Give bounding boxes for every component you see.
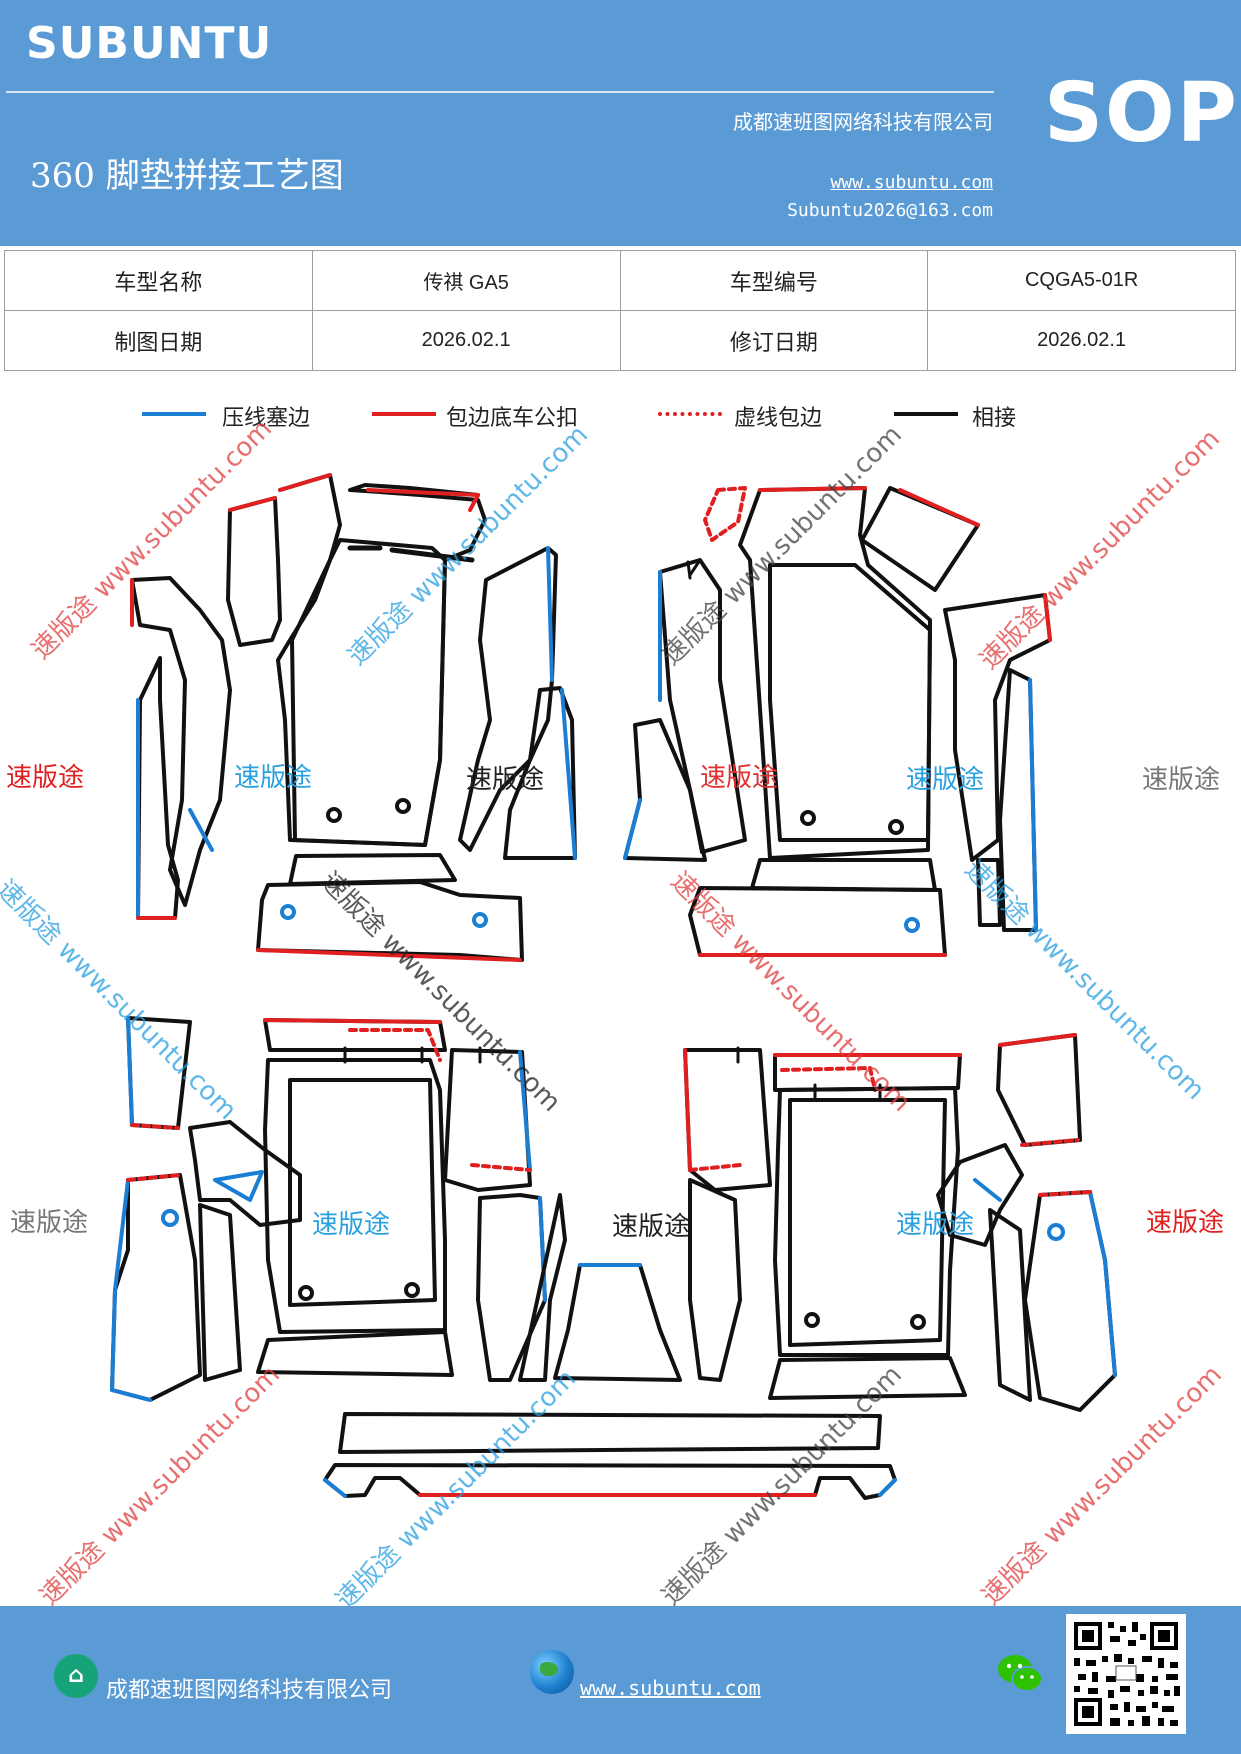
watermark-brand: 速版途 (612, 1212, 691, 1242)
header-company: 成都速班图网络科技有限公司 (733, 110, 993, 134)
legend: 压线塞边 包边底车公扣 虚线包边 相接 (0, 398, 1241, 438)
mat-piece-group-top-left (130, 473, 577, 962)
floor-mat-pattern-diagram (110, 473, 1117, 1500)
model-code-value: CQGA5-01R (927, 250, 1236, 311)
revision-date-value: 2026.02.1 (927, 310, 1236, 371)
wechat-icon (998, 1655, 1043, 1692)
drawing-date-label: 制图日期 (4, 310, 313, 371)
watermark-brand: 速版途 (1146, 1208, 1225, 1238)
header-email[interactable]: Subuntu2026@163.com (787, 200, 993, 221)
watermark-brand: 速版途 (466, 765, 545, 795)
page-title: 360 脚垫拼接工艺图 (30, 156, 344, 196)
table-row: 车型名称 传祺 GA5 车型编号 CQGA5-01R (4, 250, 1236, 311)
legend-label: 相接 (972, 406, 1017, 431)
table-row: 制图日期 2026.02.1 修订日期 2026.02.1 (4, 310, 1236, 371)
watermark-brand: 速版途 (6, 763, 85, 793)
sop-badge: SOP (1044, 66, 1239, 161)
watermark-brand: 速版途 (1142, 765, 1221, 795)
home-icon: ⌂ (54, 1654, 98, 1698)
globe-icon (530, 1650, 574, 1694)
legend-label: 虚线包边 (734, 406, 823, 431)
vehicle-info-table: 车型名称 传祺 GA5 车型编号 CQGA5-01R 制图日期 2026.02.… (4, 250, 1236, 371)
watermark-brand: 速版途 (234, 763, 313, 793)
model-code-label: 车型编号 (619, 250, 929, 311)
watermark-brand: 速版途 (906, 765, 985, 795)
revision-date-label: 修订日期 (619, 310, 929, 371)
qr-code[interactable] (1066, 1614, 1186, 1734)
drawing-date-value: 2026.02.1 (311, 310, 621, 371)
legend-label: 压线塞边 (222, 406, 311, 431)
legend-swatch (142, 412, 206, 416)
model-name-value: 传祺 GA5 (311, 250, 621, 311)
legend-swatch (658, 412, 722, 416)
legend-swatch (372, 412, 436, 416)
mat-piece-group-bottom-strips (323, 1412, 897, 1500)
brand-logo-text: SUBUNTU (26, 18, 273, 69)
footer-website-link[interactable]: www.subuntu.com (580, 1676, 761, 1700)
mat-piece-group-bottom-right (553, 1033, 1117, 1412)
mat-piece-group-top-right (623, 486, 1052, 957)
watermark-brand: 速版途 (700, 763, 779, 793)
footer-banner: ⌂ 成都速班图网络科技有限公司 www.subuntu.com (0, 1606, 1241, 1754)
watermark-brand: 速版途 (312, 1210, 391, 1240)
watermark-brand: 速版途 (10, 1208, 89, 1238)
footer-company: 成都速班图网络科技有限公司 (106, 1678, 393, 1703)
legend-swatch (894, 412, 958, 416)
header-banner: SUBUNTU 成都速班图网络科技有限公司 360 脚垫拼接工艺图 www.su… (0, 0, 1241, 246)
watermark-brand: 速版途 (896, 1210, 975, 1240)
model-name-label: 车型名称 (4, 250, 313, 311)
legend-label: 包边底车公扣 (446, 406, 579, 431)
mat-piece-group-bottom-left (110, 1016, 567, 1402)
header-divider (6, 91, 994, 93)
header-website-link[interactable]: www.subuntu.com (830, 172, 993, 193)
